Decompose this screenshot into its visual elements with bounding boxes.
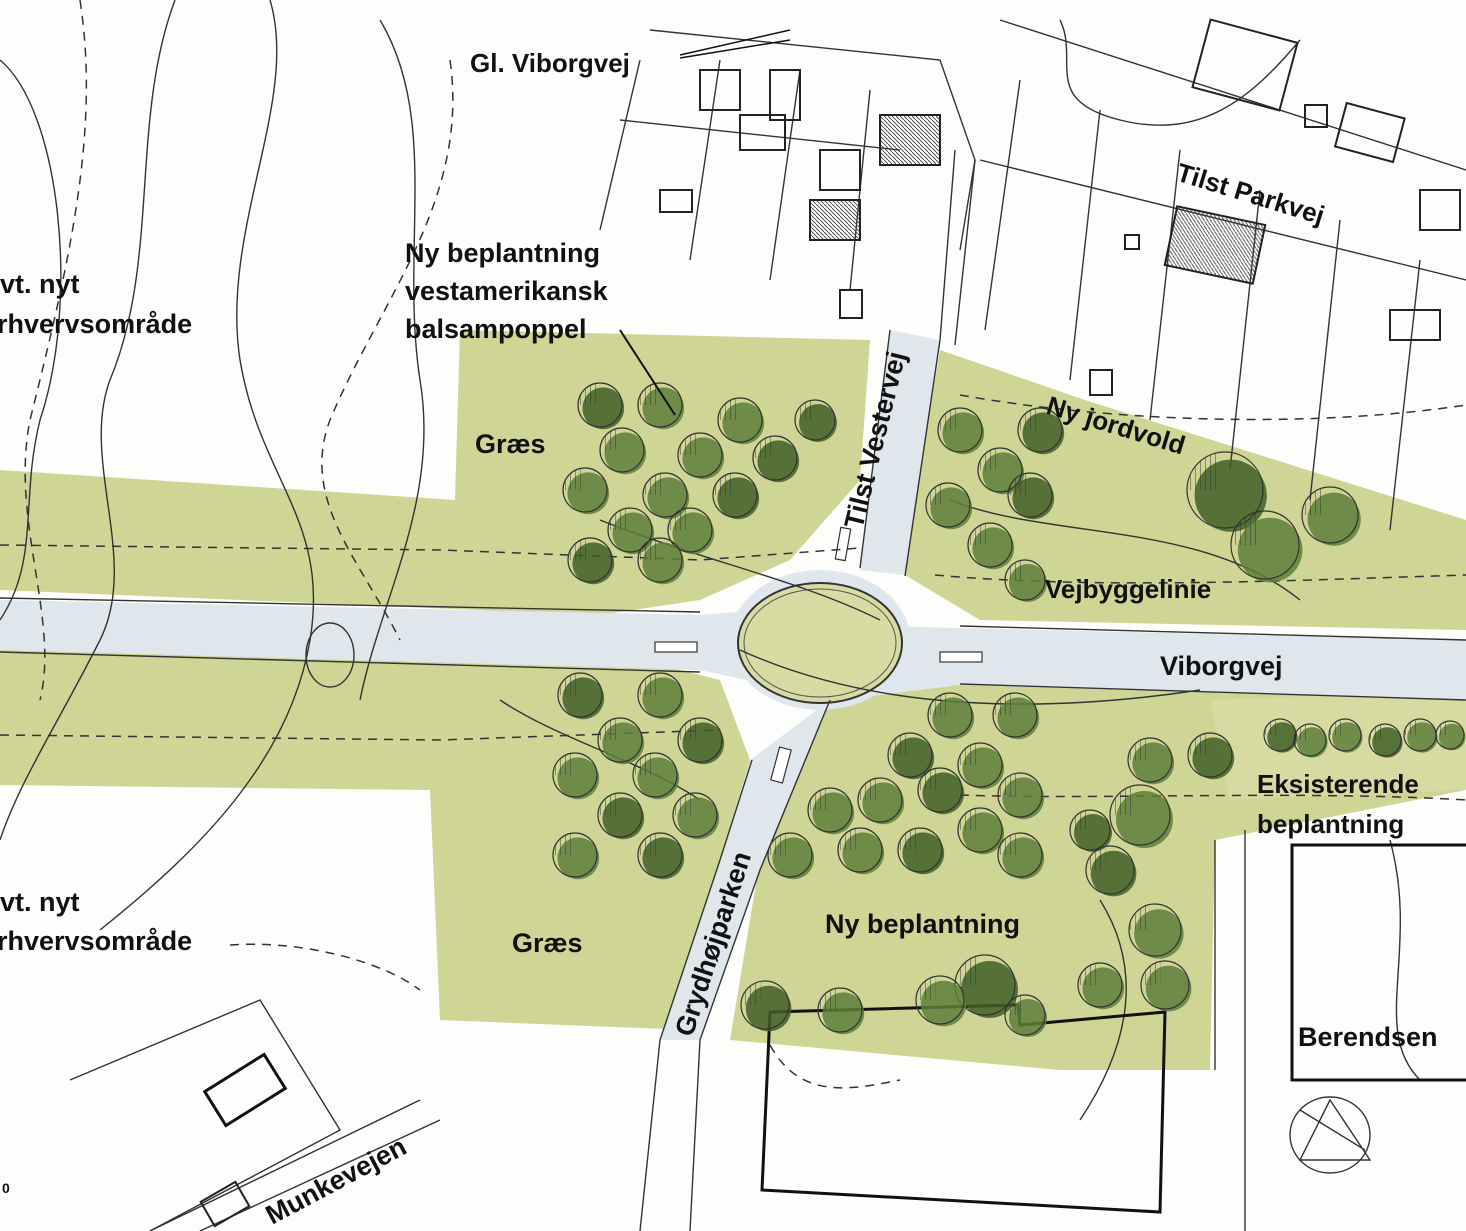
tree bbox=[677, 717, 725, 765]
grass-north-west bbox=[0, 330, 870, 615]
tree bbox=[1109, 784, 1173, 848]
roundabout-island bbox=[737, 582, 903, 704]
tree bbox=[1128, 903, 1184, 959]
tree bbox=[1004, 994, 1047, 1037]
tree bbox=[642, 472, 690, 520]
tree bbox=[767, 832, 815, 880]
tree bbox=[1004, 559, 1047, 602]
road-network bbox=[0, 149, 1466, 1231]
tree bbox=[597, 717, 645, 765]
tree bbox=[837, 827, 885, 875]
tree bbox=[1069, 809, 1112, 852]
label-eksisterende-line2: beplantning bbox=[1257, 809, 1404, 839]
tree bbox=[717, 397, 765, 445]
tree bbox=[937, 407, 985, 455]
tree bbox=[915, 975, 967, 1027]
tree bbox=[1435, 720, 1466, 751]
tree bbox=[997, 832, 1045, 880]
tree bbox=[997, 772, 1045, 820]
tree bbox=[672, 792, 720, 840]
tree bbox=[597, 792, 645, 840]
tree bbox=[632, 752, 680, 800]
tree bbox=[1187, 732, 1235, 780]
tree bbox=[992, 692, 1040, 740]
label-evt-nyt-1-line1: Evt. nyt bbox=[0, 269, 80, 299]
tree bbox=[1293, 723, 1328, 758]
tree bbox=[1263, 718, 1298, 753]
tree bbox=[917, 767, 965, 815]
tree bbox=[957, 742, 1005, 790]
label-vejbyggelinie: Vejbyggelinie bbox=[1045, 574, 1211, 604]
label-evt-nyt-2-line2: erhvervsområde bbox=[0, 926, 192, 956]
tree bbox=[1017, 407, 1065, 455]
label-ny-beplantning-1-line3: balsampoppel bbox=[405, 314, 587, 344]
tree bbox=[740, 980, 792, 1032]
tree bbox=[887, 732, 935, 780]
grass-south-west bbox=[0, 640, 750, 1030]
tree bbox=[637, 382, 685, 430]
tree bbox=[1085, 845, 1137, 897]
tree bbox=[1368, 723, 1403, 758]
tree bbox=[967, 522, 1015, 570]
tree bbox=[667, 507, 715, 555]
label-corner-mark: 0 bbox=[2, 1180, 10, 1196]
tree bbox=[807, 787, 855, 835]
label-ny-beplantning-1-line2: vestamerikansk bbox=[405, 276, 609, 306]
label-ny-beplantning-1-line1: Ny beplantning bbox=[405, 238, 600, 268]
label-viborgvej: Viborgvej bbox=[1160, 651, 1283, 681]
tree bbox=[1007, 472, 1055, 520]
tree bbox=[794, 399, 837, 442]
trees-layer bbox=[552, 382, 1466, 1037]
tree bbox=[562, 467, 610, 515]
label-leader-line bbox=[619, 329, 676, 416]
label-evt-nyt-2-line1: Evt. nyt bbox=[0, 887, 80, 917]
tree bbox=[1403, 718, 1438, 753]
buildings bbox=[69, 18, 1466, 1231]
tree bbox=[817, 987, 865, 1035]
tree bbox=[957, 807, 1005, 855]
tree bbox=[897, 827, 945, 875]
tree bbox=[637, 832, 685, 880]
tree bbox=[637, 672, 685, 720]
grydhojparken-road bbox=[660, 700, 830, 1040]
tree bbox=[925, 482, 973, 530]
tree bbox=[1127, 737, 1175, 785]
tree bbox=[577, 382, 625, 430]
tree bbox=[599, 427, 647, 475]
tree bbox=[552, 752, 600, 800]
label-graes-1: Græs bbox=[475, 429, 546, 459]
tree bbox=[1186, 451, 1267, 532]
tree bbox=[637, 537, 685, 585]
tree bbox=[557, 672, 605, 720]
tree bbox=[1230, 510, 1303, 583]
tree bbox=[857, 777, 905, 825]
label-munkevejen: Munkevejen bbox=[261, 1131, 412, 1230]
tree bbox=[712, 472, 760, 520]
tree bbox=[1301, 486, 1361, 546]
label-eksisterende-line1: Eksisterende bbox=[1257, 769, 1419, 799]
tree bbox=[752, 435, 800, 483]
label-graes-2: Græs bbox=[512, 928, 583, 958]
label-berendsen: Berendsen bbox=[1298, 1022, 1438, 1052]
tree bbox=[677, 432, 725, 480]
tree bbox=[552, 832, 600, 880]
tree bbox=[1328, 718, 1363, 753]
tree bbox=[927, 692, 975, 740]
tree bbox=[567, 537, 615, 585]
label-gl-viborgvej: Gl. Viborgvej bbox=[470, 48, 630, 78]
label-ny-beplantning-2: Ny beplantning bbox=[825, 909, 1020, 939]
tree bbox=[1077, 962, 1125, 1010]
tree bbox=[607, 507, 655, 555]
tilst-vestervej-road bbox=[860, 330, 940, 575]
tree bbox=[1140, 960, 1192, 1012]
tree bbox=[954, 954, 1018, 1018]
label-evt-nyt-1-line2: erhvervsområde bbox=[0, 309, 192, 339]
